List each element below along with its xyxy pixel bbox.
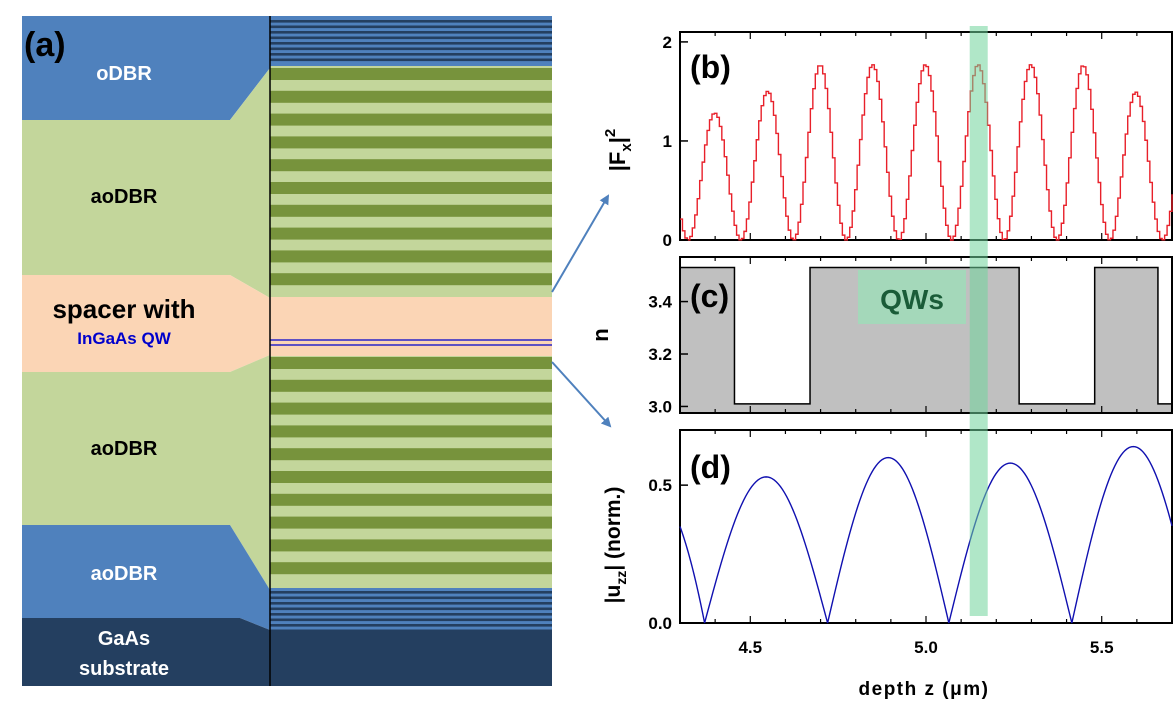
aodbr-stripe (270, 425, 552, 438)
stack-spacer (270, 297, 552, 356)
aodbr-stripe (270, 250, 552, 263)
connector-arrows (551, 194, 612, 428)
odbr-stripe (270, 36, 552, 40)
aodbr-stripe (270, 68, 552, 80)
y-tick-label: 0.0 (648, 614, 672, 633)
region-aodbr-upper (22, 68, 270, 298)
panel-d-frame (679, 429, 1173, 624)
arrow-to-b (551, 194, 610, 293)
region-label-substrate: substrate (79, 658, 169, 680)
y-tick-label: 0 (663, 231, 672, 250)
aodbr-stripe (270, 539, 552, 552)
region-label-aodbr-upper: aoDBR (91, 186, 158, 208)
qw-highlight-band (969, 26, 988, 616)
panel-b-frame (679, 31, 1173, 241)
region-aodbr-lower (22, 355, 270, 590)
aodbr-stripe (270, 516, 552, 529)
bottom-stripe (270, 596, 552, 600)
y-tick-label: 2 (663, 33, 672, 52)
bottom-stripe (270, 602, 552, 605)
y-tick-label: 1 (663, 132, 672, 151)
aodbr-stripe (270, 493, 552, 506)
region-label-odbr: oDBR (96, 63, 152, 85)
qw-band (969, 26, 988, 616)
panel-b-field-plot: 0 1 2 (b) |Fx|2 (602, 31, 1173, 250)
y-tick-label: 0.5 (648, 476, 672, 495)
aodbr-stripe (270, 357, 552, 369)
region-label-ingaas-qw: InGaAs QW (77, 329, 171, 348)
odbr-stripe (270, 42, 552, 45)
series-field-intensity (680, 64, 1173, 241)
aodbr-stripe (270, 379, 552, 392)
aodbr-stripe (270, 113, 552, 126)
aodbr-stripe (270, 182, 552, 194)
aodbr-stripe (270, 402, 552, 415)
panel-d-ylabel: |uzz| (norm.) (602, 487, 629, 604)
series-refractive-index (680, 266, 1172, 405)
aodbr-stripe (270, 204, 552, 217)
aodbr-stripe (270, 273, 552, 286)
region-label-spacer: spacer with (52, 294, 195, 324)
bottom-stripe (270, 618, 552, 622)
x-axis-label: depth z (μm) (859, 679, 990, 700)
series-strain (679, 445, 1173, 624)
panel-d-label: (d) (690, 449, 731, 485)
bottom-stripe (270, 629, 552, 633)
region-odbr-top (22, 16, 270, 120)
panel-a-label: (a) (24, 26, 66, 64)
panel-c-label: (c) (690, 278, 729, 314)
odbr-stripe (270, 31, 552, 34)
aodbr-stripe (270, 227, 552, 240)
bottom-stripe (270, 607, 552, 611)
panel-c-index-plot: 3.0 3.2 3.4 (c) QWs n (588, 256, 1173, 416)
y-tick-label: 3.4 (648, 293, 672, 312)
aodbr-stripe (270, 159, 552, 172)
odbr-stripe (270, 53, 552, 56)
stack-odbr (270, 16, 552, 66)
panel-c-ylabel: n (588, 328, 613, 341)
qws-annotation: QWs (880, 284, 944, 315)
x-tick-label: 4.5 (738, 638, 762, 657)
panel-b-ylabel: |Fx|2 (602, 129, 635, 171)
aodbr-stripe (270, 90, 552, 103)
x-tick-label: 5.5 (1090, 638, 1114, 657)
odbr-stripe (270, 25, 552, 29)
panel-b-label: (b) (690, 49, 731, 85)
region-label-aodbr-lower: aoDBR (91, 438, 158, 460)
qws-annotation-box (858, 270, 966, 324)
bottom-stripe (270, 591, 552, 594)
region-label-aodbr-bottom: aoDBR (91, 563, 158, 585)
odbr-stripe (270, 58, 552, 62)
aodbr-stripe (270, 136, 552, 149)
y-tick-label: 3.0 (648, 397, 672, 416)
y-tick-label: 3.2 (648, 345, 672, 364)
panel-d-strain-plot: 0.0 0.5 4.5 5.0 5.5 depth z (μm) (d) |uzz| (nor… (602, 429, 1173, 700)
bottom-stripe (270, 613, 552, 616)
aodbr-stripe (270, 471, 552, 483)
bottom-stripe (270, 624, 552, 627)
odbr-stripe (270, 20, 552, 23)
stack-substrate (270, 632, 552, 686)
region-substrate (22, 618, 270, 686)
aodbr-stripe (270, 448, 552, 461)
odbr-stripe (270, 47, 552, 51)
aodbr-stripe (270, 562, 552, 575)
x-tick-label: 5.0 (914, 638, 938, 657)
index-fill (680, 267, 1172, 413)
region-label-gaas: GaAs (98, 628, 150, 650)
arrow-to-d (551, 361, 612, 428)
region-aodbr-bottom (22, 525, 270, 630)
region-spacer (22, 275, 270, 372)
